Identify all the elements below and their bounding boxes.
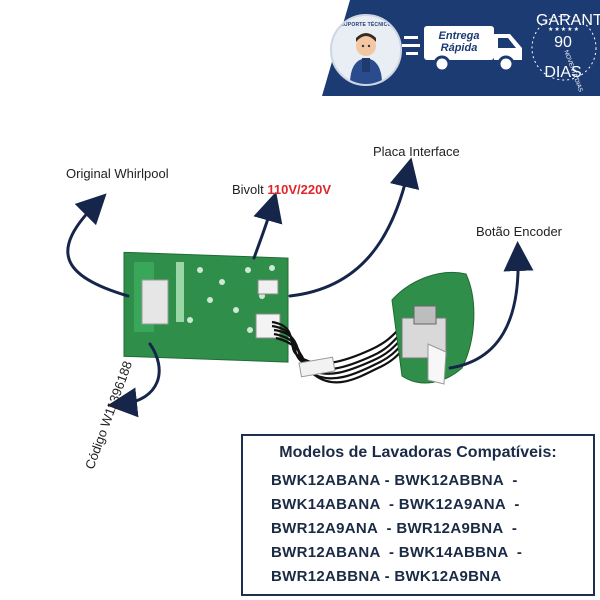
placa-interface-label: Placa Interface xyxy=(373,144,460,159)
warranty-number: 90 xyxy=(554,34,572,51)
model-row: BWR12ABBNA - BWK12A9BNA xyxy=(271,568,502,585)
voltage-value: 110V/220V xyxy=(267,182,332,197)
wire-label-tag xyxy=(298,356,336,378)
model-row: BWK14ABANA - BWK12A9ANA - xyxy=(271,496,520,513)
encoder-board xyxy=(391,271,475,385)
model-row: BWK12ABANA - BWK12ABBNA - xyxy=(271,472,518,489)
warranty-stars: ★★★★★ xyxy=(548,27,580,33)
original-whirlpool-label: Original Whirlpool xyxy=(66,166,169,181)
warranty-unit: DIAS xyxy=(544,64,582,81)
compatible-models-box: Modelos de Lavadoras Compatíveis: BWK12A… xyxy=(241,434,595,596)
warranty-seal-icon xyxy=(531,15,597,81)
callout-arrows xyxy=(66,157,534,418)
botao-encoder-label: Botão Encoder xyxy=(476,224,563,239)
technician-icon xyxy=(350,33,382,84)
bivolt-label: Bivolt 110V/220V xyxy=(232,182,332,197)
wire-harness xyxy=(271,320,411,384)
support-avatar: SUPORTE TÉCNICO xyxy=(330,14,402,86)
models-title: Modelos de Lavadoras Compatíveis: xyxy=(279,444,557,461)
model-row: BWR12ABANA - BWK14ABBNA - xyxy=(271,544,523,561)
delivery-label: Entrega Rápida xyxy=(438,30,480,54)
interface-board xyxy=(123,251,289,363)
delivery-truck-icon xyxy=(402,26,522,73)
warranty-top-label: GARANTIA xyxy=(536,12,600,29)
model-row: BWR12A9ANA - BWR12A9BNA - xyxy=(271,520,518,537)
